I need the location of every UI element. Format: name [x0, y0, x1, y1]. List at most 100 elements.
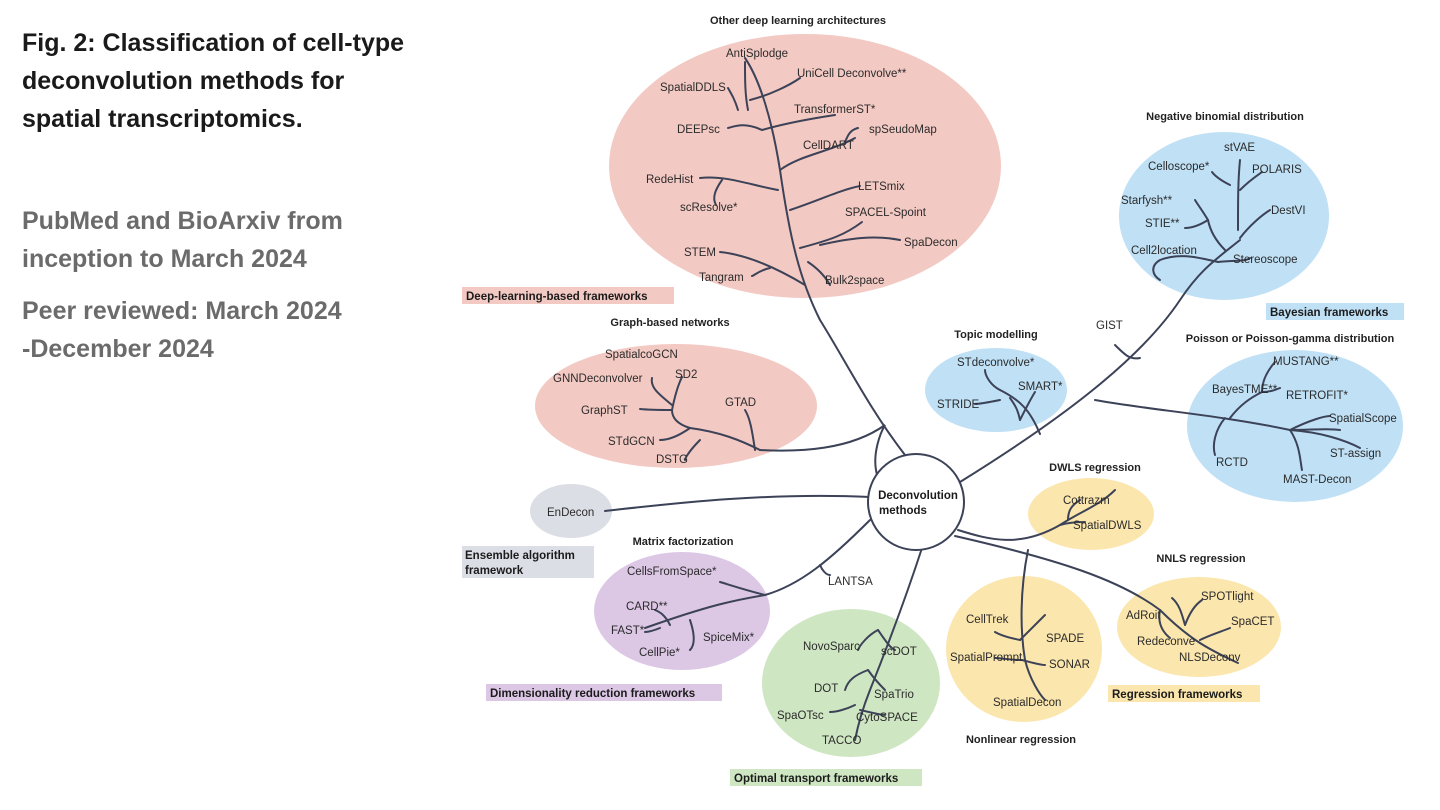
fw-deep-learning-bg [462, 287, 674, 304]
method-dstg: DSTG [656, 454, 688, 466]
method-deepsc: DEEPsc [677, 124, 720, 136]
group-poisson: Poisson or Poisson-gamma distribution [1186, 333, 1395, 345]
method-sd2: SD2 [675, 369, 697, 381]
method-spotlight: SPOTlight [1201, 591, 1254, 603]
figure-title-line-1: Fig. 2: Classification of cell-type [22, 29, 405, 57]
method-celloscope: Celloscope* [1148, 161, 1210, 173]
method-stereoscope: Stereoscope [1233, 254, 1298, 266]
method-gnndeconvolver: GNNDeconvolver [553, 373, 643, 385]
fw-ensemble-line-1: Ensemble algorithm [465, 550, 575, 562]
graph-bubble [535, 344, 817, 468]
method-polaris: POLARIS [1252, 164, 1302, 176]
method-gtad: GTAD [725, 397, 756, 409]
method-spatialddls: SpatialDDLS [660, 82, 726, 94]
method-cellsfromspace: CellsFromSpace* [627, 566, 717, 578]
method-spacet: SpaCET [1231, 616, 1274, 628]
method-antisplodge: AntiSplodge [726, 48, 788, 60]
method-lantsa: LANTSA [828, 576, 873, 588]
fw-ensemble-bg [462, 546, 594, 578]
method-spatialprompt: SpatialPrompt [950, 652, 1023, 664]
method-smart: SMART* [1018, 381, 1063, 393]
center-label-line-2: methods [879, 505, 927, 517]
method-spade: SPADE [1046, 633, 1084, 645]
group-dwls: DWLS regression [1049, 462, 1141, 474]
center-label-line-1: Deconvolution [878, 490, 958, 502]
source-note: PubMed and BioArxiv from inception to Ma… [22, 202, 452, 278]
method-bayestme: BayesTME** [1212, 384, 1278, 396]
group-nnls: NNLS regression [1156, 553, 1246, 565]
source-line-1: PubMed and BioArxiv from [22, 207, 343, 235]
sub-branches [639, 61, 1341, 716]
method-dot: DOT [814, 683, 838, 695]
method-stdeconvolve: STdeconvolve* [957, 357, 1035, 369]
figure-title-line-3: spatial transcriptomics. [22, 105, 303, 133]
fw-deep-learning: Deep-learning-based frameworks [466, 291, 648, 303]
method-spacel-spoint: SPACEL-Spoint [845, 207, 927, 219]
method-spatialdecon: SpatialDecon [993, 697, 1061, 709]
method-redeconve: Redeconve [1137, 636, 1195, 648]
method-destvi: DestVI [1271, 205, 1306, 217]
method-stem: STEM [684, 247, 716, 259]
ot-bubble [762, 609, 940, 757]
review-line-1: Peer reviewed: March 2024 [22, 297, 342, 325]
method-stie: STIE** [1145, 218, 1180, 230]
method-cellpie: CellPie* [639, 647, 680, 659]
method-spatialcogcn: SpatialcoGCN [605, 349, 678, 361]
method-fast: FAST* [611, 625, 645, 637]
fw-dimensionality: Dimensionality reduction frameworks [490, 688, 695, 700]
method-bulk2space: Bulk2space [825, 275, 884, 287]
method-graphst: GraphST [581, 405, 628, 417]
fw-ensemble-line-2: framework [465, 565, 524, 577]
method-scresolve: scResolve* [680, 202, 738, 214]
method-redehist: RedeHist [646, 174, 694, 186]
method-stvae: stVAE [1224, 142, 1255, 154]
method-spicemix: SpiceMix* [703, 632, 755, 644]
method-st-assign: ST-assign [1330, 448, 1381, 460]
method-gist: GIST [1096, 320, 1123, 332]
method-tacco: TACCO [822, 735, 861, 747]
method-spseudomap: spSeudoMap [869, 124, 937, 136]
method-spadecon: SpaDecon [904, 237, 958, 249]
method-transformerst: TransformerST* [794, 104, 876, 116]
fw-bayesian-bg [1266, 303, 1404, 320]
method-scdot: scDOT [881, 646, 917, 658]
method-letsmix: LETSmix [858, 181, 905, 193]
fw-optimal-transport: Optimal transport frameworks [734, 773, 898, 785]
method-novosparc: NovoSparc [803, 641, 860, 653]
method-tangram: Tangram [699, 272, 744, 284]
method-celltrek: CellTrek [966, 614, 1009, 626]
method-starfysh: Starfysh** [1121, 195, 1173, 207]
source-line-2: inception to March 2024 [22, 245, 307, 273]
method-celldart: CellDART [803, 140, 854, 152]
fw-regression: Regression frameworks [1112, 689, 1242, 701]
method-cell2location: Cell2location [1131, 245, 1197, 257]
dwls-bubble [1028, 478, 1154, 550]
fw-optimal-transport-bg [730, 769, 922, 786]
method-rctd: RCTD [1216, 457, 1248, 469]
method-mast-decon: MAST-Decon [1283, 474, 1351, 486]
method-stride: STRIDE [937, 399, 980, 411]
poisson-bubble [1187, 350, 1403, 502]
fw-regression-bg [1108, 685, 1260, 702]
center-node [867, 453, 965, 551]
ensemble-bubble [530, 484, 612, 538]
group-nonlinear: Nonlinear regression [966, 734, 1076, 746]
method-nlsdeconv: NLSDeconv [1179, 652, 1241, 664]
group-other-dl: Other deep learning architectures [710, 15, 886, 27]
group-matrix: Matrix factorization [633, 536, 734, 548]
group-neg-binomial: Negative binomial distribution [1146, 111, 1304, 123]
group-graph: Graph-based networks [610, 317, 729, 329]
method-unicell-deconvolve: UniCell Deconvolve** [797, 68, 907, 80]
method-spatrio: SpaTrio [874, 689, 914, 701]
figure-caption-panel: Fig. 2: Classification of cell-type deco… [22, 24, 452, 363]
method-spatialscope: SpatialScope [1329, 413, 1397, 425]
method-spatialdwls: SpatialDWLS [1073, 520, 1142, 532]
neg-binomial-bubble [1119, 132, 1329, 300]
fw-dimensionality-bg [486, 684, 722, 701]
method-card: CARD** [626, 601, 668, 613]
topic-bubble [925, 348, 1067, 432]
method-cottrazm: Cottrazm [1063, 495, 1110, 507]
deep-learning-bubble [609, 34, 1001, 298]
method-cytospace: CytoSPACE [856, 712, 918, 724]
